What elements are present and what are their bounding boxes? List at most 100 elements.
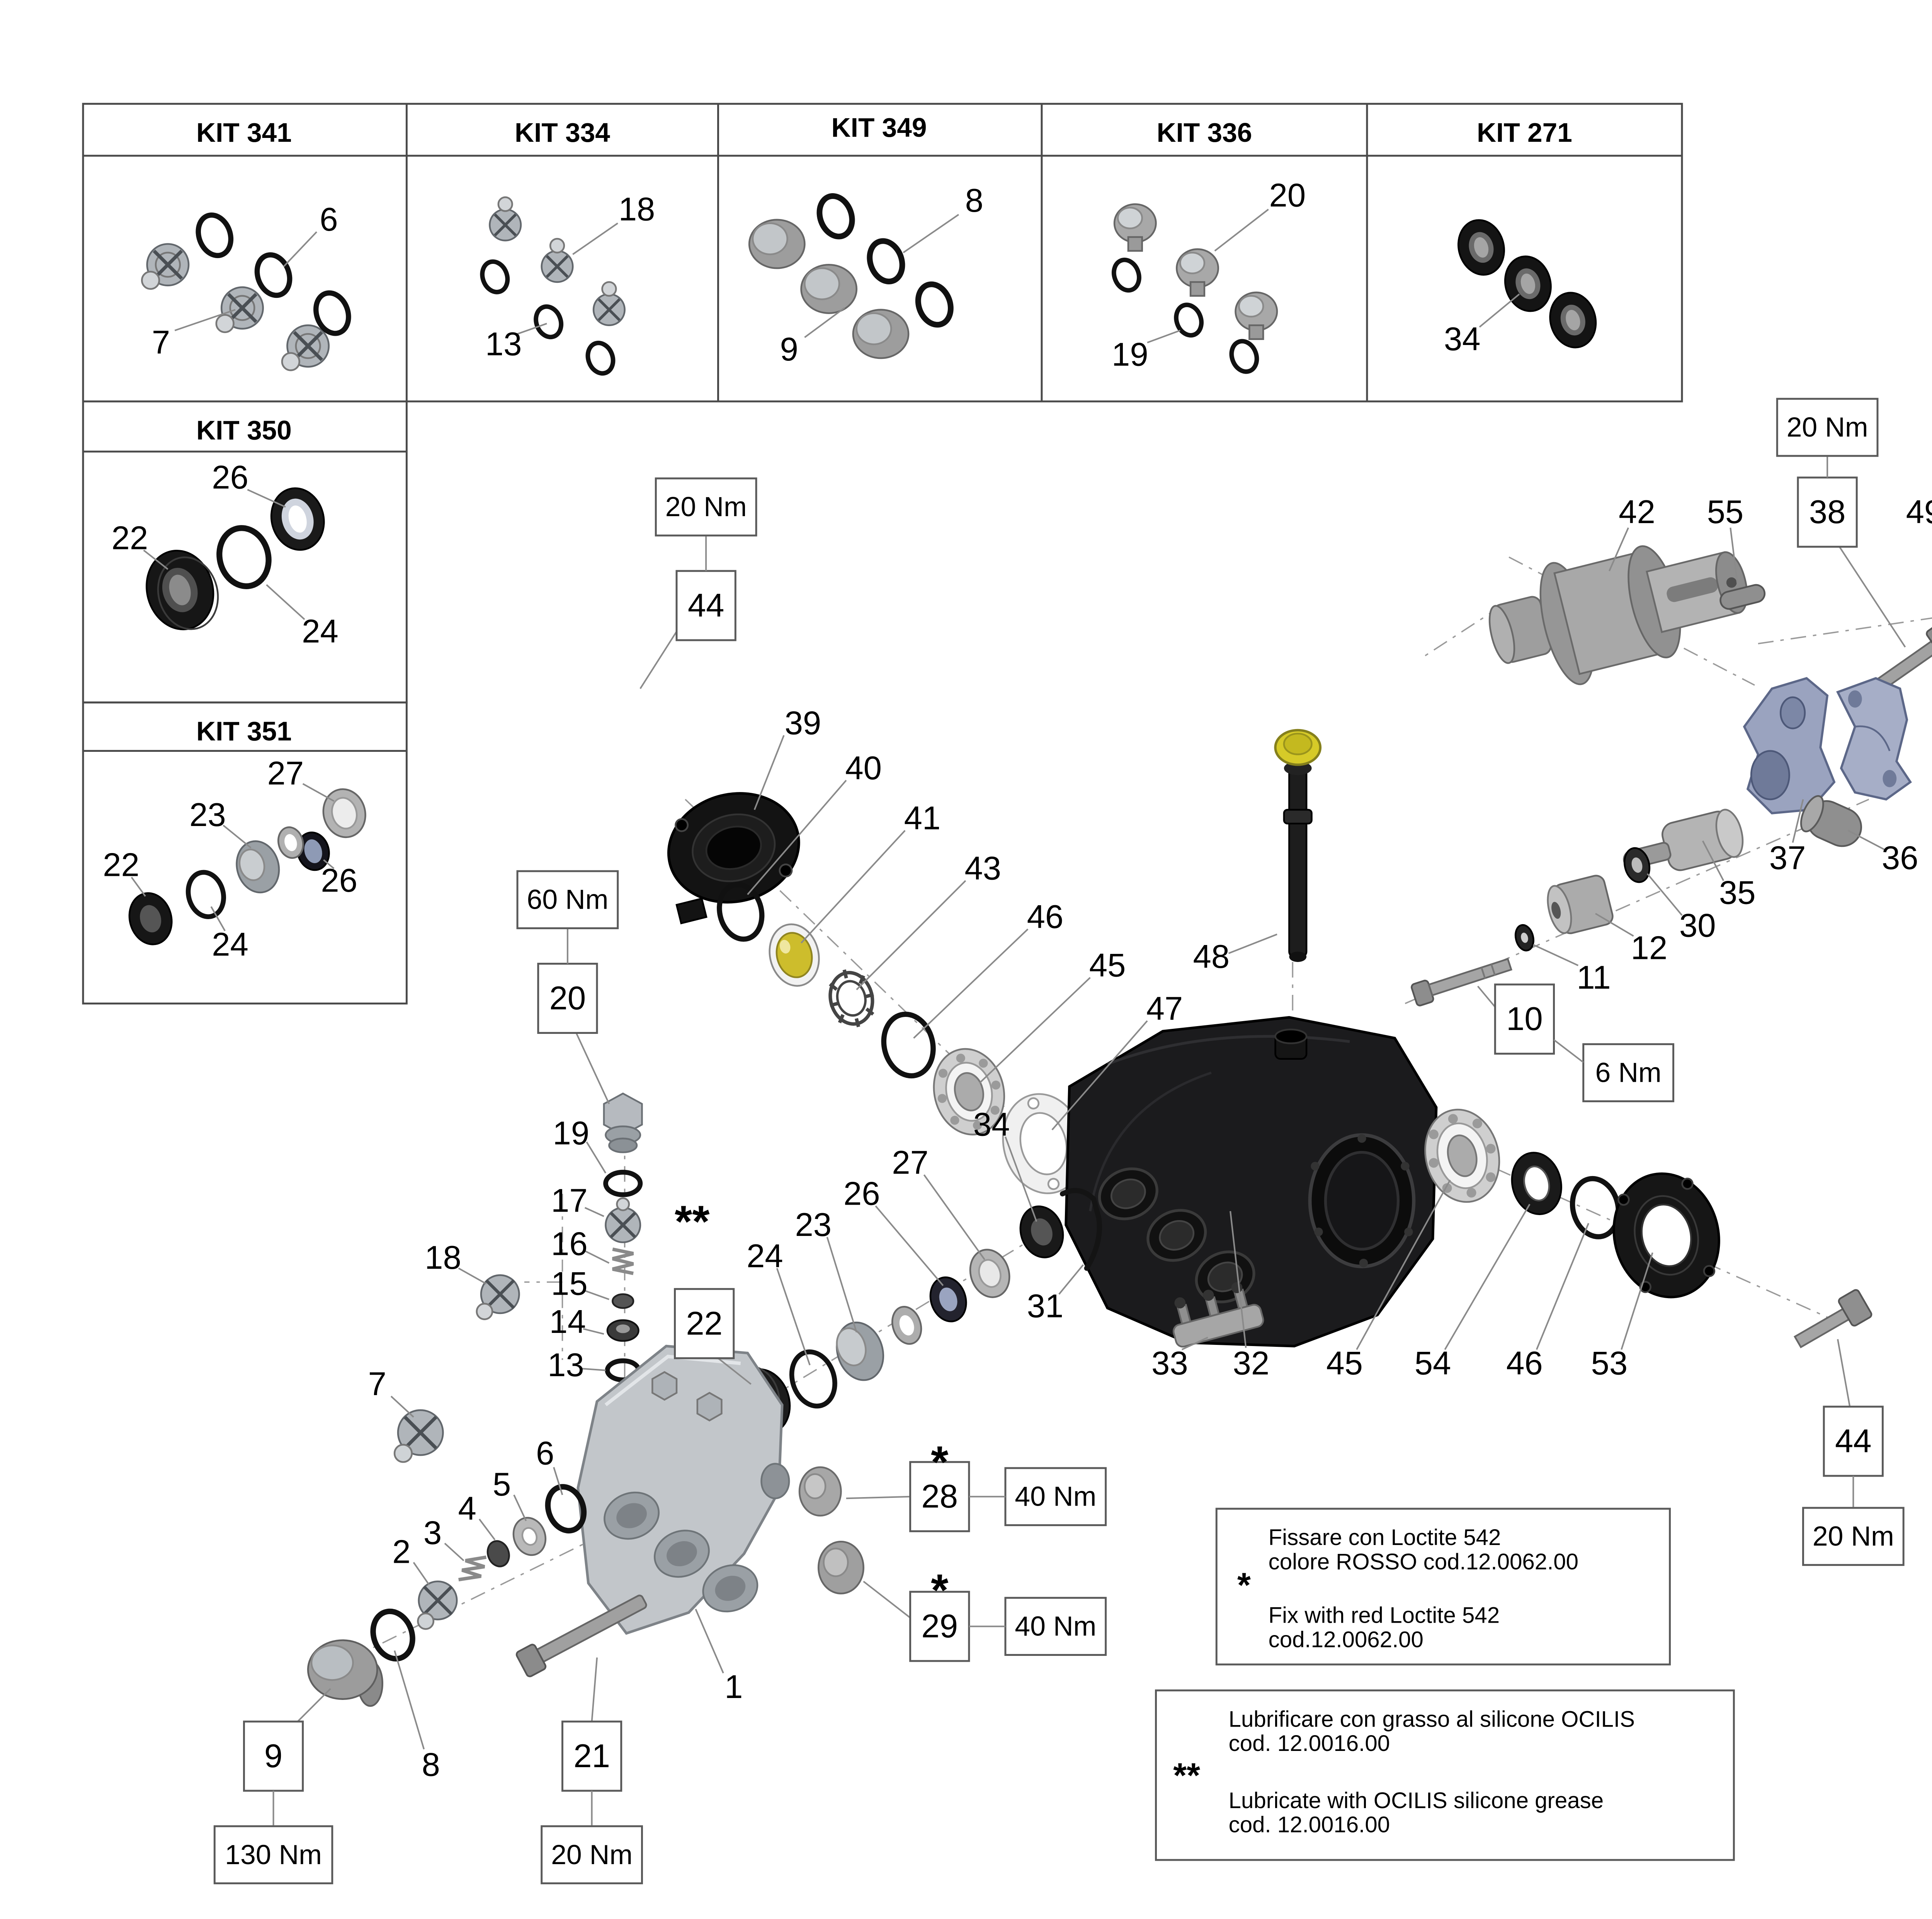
- part-callout: 15: [551, 1265, 588, 1302]
- part-callout: 6: [320, 201, 338, 238]
- seal-26-part: [929, 1276, 967, 1322]
- boxed-label-frame: [561, 1720, 622, 1792]
- grease-line-en1: Lubricate with OCILIS silicone grease: [1229, 1788, 1604, 1813]
- callout-leader: [283, 231, 317, 267]
- oil-dipstick-48-part: [1274, 729, 1322, 962]
- note-loctite: * Fissare con Loctite 542 colore ROSSO c…: [1215, 1508, 1671, 1666]
- bushing-23-part: [836, 1321, 884, 1381]
- part-callout: 20: [1269, 177, 1306, 214]
- axis-line: [1405, 799, 1869, 1005]
- torque-label: 20 Nm: [1787, 412, 1868, 443]
- wire-clip-31-part: [1060, 1188, 1102, 1271]
- callout-leader: [591, 1657, 598, 1722]
- boxed-label: 28: [921, 1478, 958, 1515]
- callout-leader: [1214, 209, 1269, 252]
- axis-line: [1422, 605, 1503, 658]
- gasket-47-part: [1002, 1093, 1085, 1194]
- part-callout: 4: [458, 1491, 476, 1527]
- part-callout: 48: [1193, 938, 1230, 975]
- part-callout: 9: [780, 331, 798, 368]
- part-callout: 40: [845, 750, 882, 787]
- boxed-label: 22: [686, 1305, 723, 1342]
- boxed-label: 44: [688, 587, 724, 624]
- axis-line: [1758, 617, 1932, 644]
- torque-label: 20 Nm: [665, 491, 747, 522]
- part-callout: 14: [549, 1304, 586, 1340]
- kit341-valve-parts: [141, 212, 351, 371]
- part-callout: 34: [1444, 321, 1481, 357]
- callout-leader: [1536, 1223, 1589, 1350]
- bearing-flange-39-part: [667, 792, 800, 925]
- callout-leader: [575, 1032, 610, 1105]
- callout-leader: [458, 1267, 487, 1285]
- callout-leader: [394, 1650, 425, 1750]
- callout-leader: [1228, 933, 1277, 954]
- part-callout: 23: [189, 797, 226, 833]
- boxed-label-frame: [537, 962, 598, 1034]
- plunger-35-part: [1623, 809, 1744, 871]
- note-grease: ** Lubrificare con grasso al silicone OC…: [1155, 1689, 1735, 1861]
- loctite-line-it1: Fissare con Loctite 542: [1269, 1525, 1501, 1550]
- torque-label: 20 Nm: [1813, 1521, 1894, 1552]
- torque-label: 20 Nm: [551, 1839, 633, 1870]
- torque-label-frame: [1582, 1043, 1674, 1102]
- kit-title: KIT 350: [196, 415, 292, 445]
- boxed-label: 9: [264, 1738, 282, 1775]
- torque-label: 40 Nm: [1015, 1481, 1096, 1512]
- part-callout: 13: [485, 326, 522, 363]
- callout-leader: [323, 859, 335, 869]
- part-callout: 32: [1233, 1345, 1270, 1382]
- bearing-flange-53-part: [1612, 1172, 1720, 1299]
- callout-leader: [1051, 1020, 1148, 1130]
- part-callout: 46: [1506, 1345, 1543, 1382]
- callout-leader: [1595, 913, 1634, 937]
- part-callout: 45: [1089, 947, 1126, 984]
- bolt-21-part: [515, 1594, 647, 1678]
- ring-23b-part: [891, 1306, 922, 1345]
- part-callout: 24: [302, 613, 338, 650]
- part-callout: 18: [425, 1239, 461, 1276]
- axis-line: [352, 1543, 585, 1658]
- part-callout: 24: [747, 1238, 783, 1275]
- part-callout: 19: [553, 1115, 590, 1152]
- callout-leader: [223, 824, 252, 848]
- callout-leader: [247, 489, 286, 508]
- part-callout: 49: [1906, 494, 1932, 530]
- callout-leader: [266, 584, 305, 620]
- plug-29-part: [818, 1540, 864, 1594]
- kit-grid: [82, 103, 1683, 1005]
- oring-6-part: [545, 1484, 587, 1534]
- callout-leader: [478, 1518, 496, 1540]
- seal-34-part: [1019, 1205, 1064, 1258]
- part-callout: 22: [112, 520, 148, 556]
- callout-leader: [1608, 527, 1629, 571]
- oring-46-front-part: [881, 1011, 936, 1079]
- grease-star: **: [1173, 1756, 1200, 1795]
- part-callout: 36: [1882, 840, 1918, 877]
- kit-title: KIT 336: [1156, 117, 1252, 148]
- callout-leader: [583, 1328, 604, 1335]
- valve-18-part: [476, 1274, 520, 1320]
- boxed-label: 21: [573, 1738, 610, 1775]
- part-callout: 37: [1769, 840, 1806, 877]
- callout-leader: [826, 1237, 857, 1333]
- callout-leader: [753, 735, 785, 810]
- callout-leader: [776, 1268, 811, 1366]
- callout-leader: [718, 1357, 752, 1385]
- connecting-rod-37-part: [1743, 677, 1912, 814]
- torque-label: 60 Nm: [527, 884, 608, 915]
- part-callout: 45: [1326, 1345, 1363, 1382]
- part-callout: 54: [1415, 1345, 1451, 1382]
- bearing-45-rear-part: [1424, 1108, 1500, 1203]
- callout-leader: [863, 1581, 911, 1618]
- callout-leader: [979, 977, 1091, 1084]
- kit349-plug-parts: [748, 193, 954, 359]
- part-callout: 26: [321, 862, 357, 899]
- kit-title: KIT 349: [832, 112, 927, 143]
- plug-28-part: [798, 1466, 842, 1517]
- callout-leader: [846, 1496, 910, 1499]
- callout-leader: [923, 1174, 985, 1260]
- boxed-label: 38: [1809, 494, 1846, 530]
- bolt-10-part: [1411, 958, 1512, 1006]
